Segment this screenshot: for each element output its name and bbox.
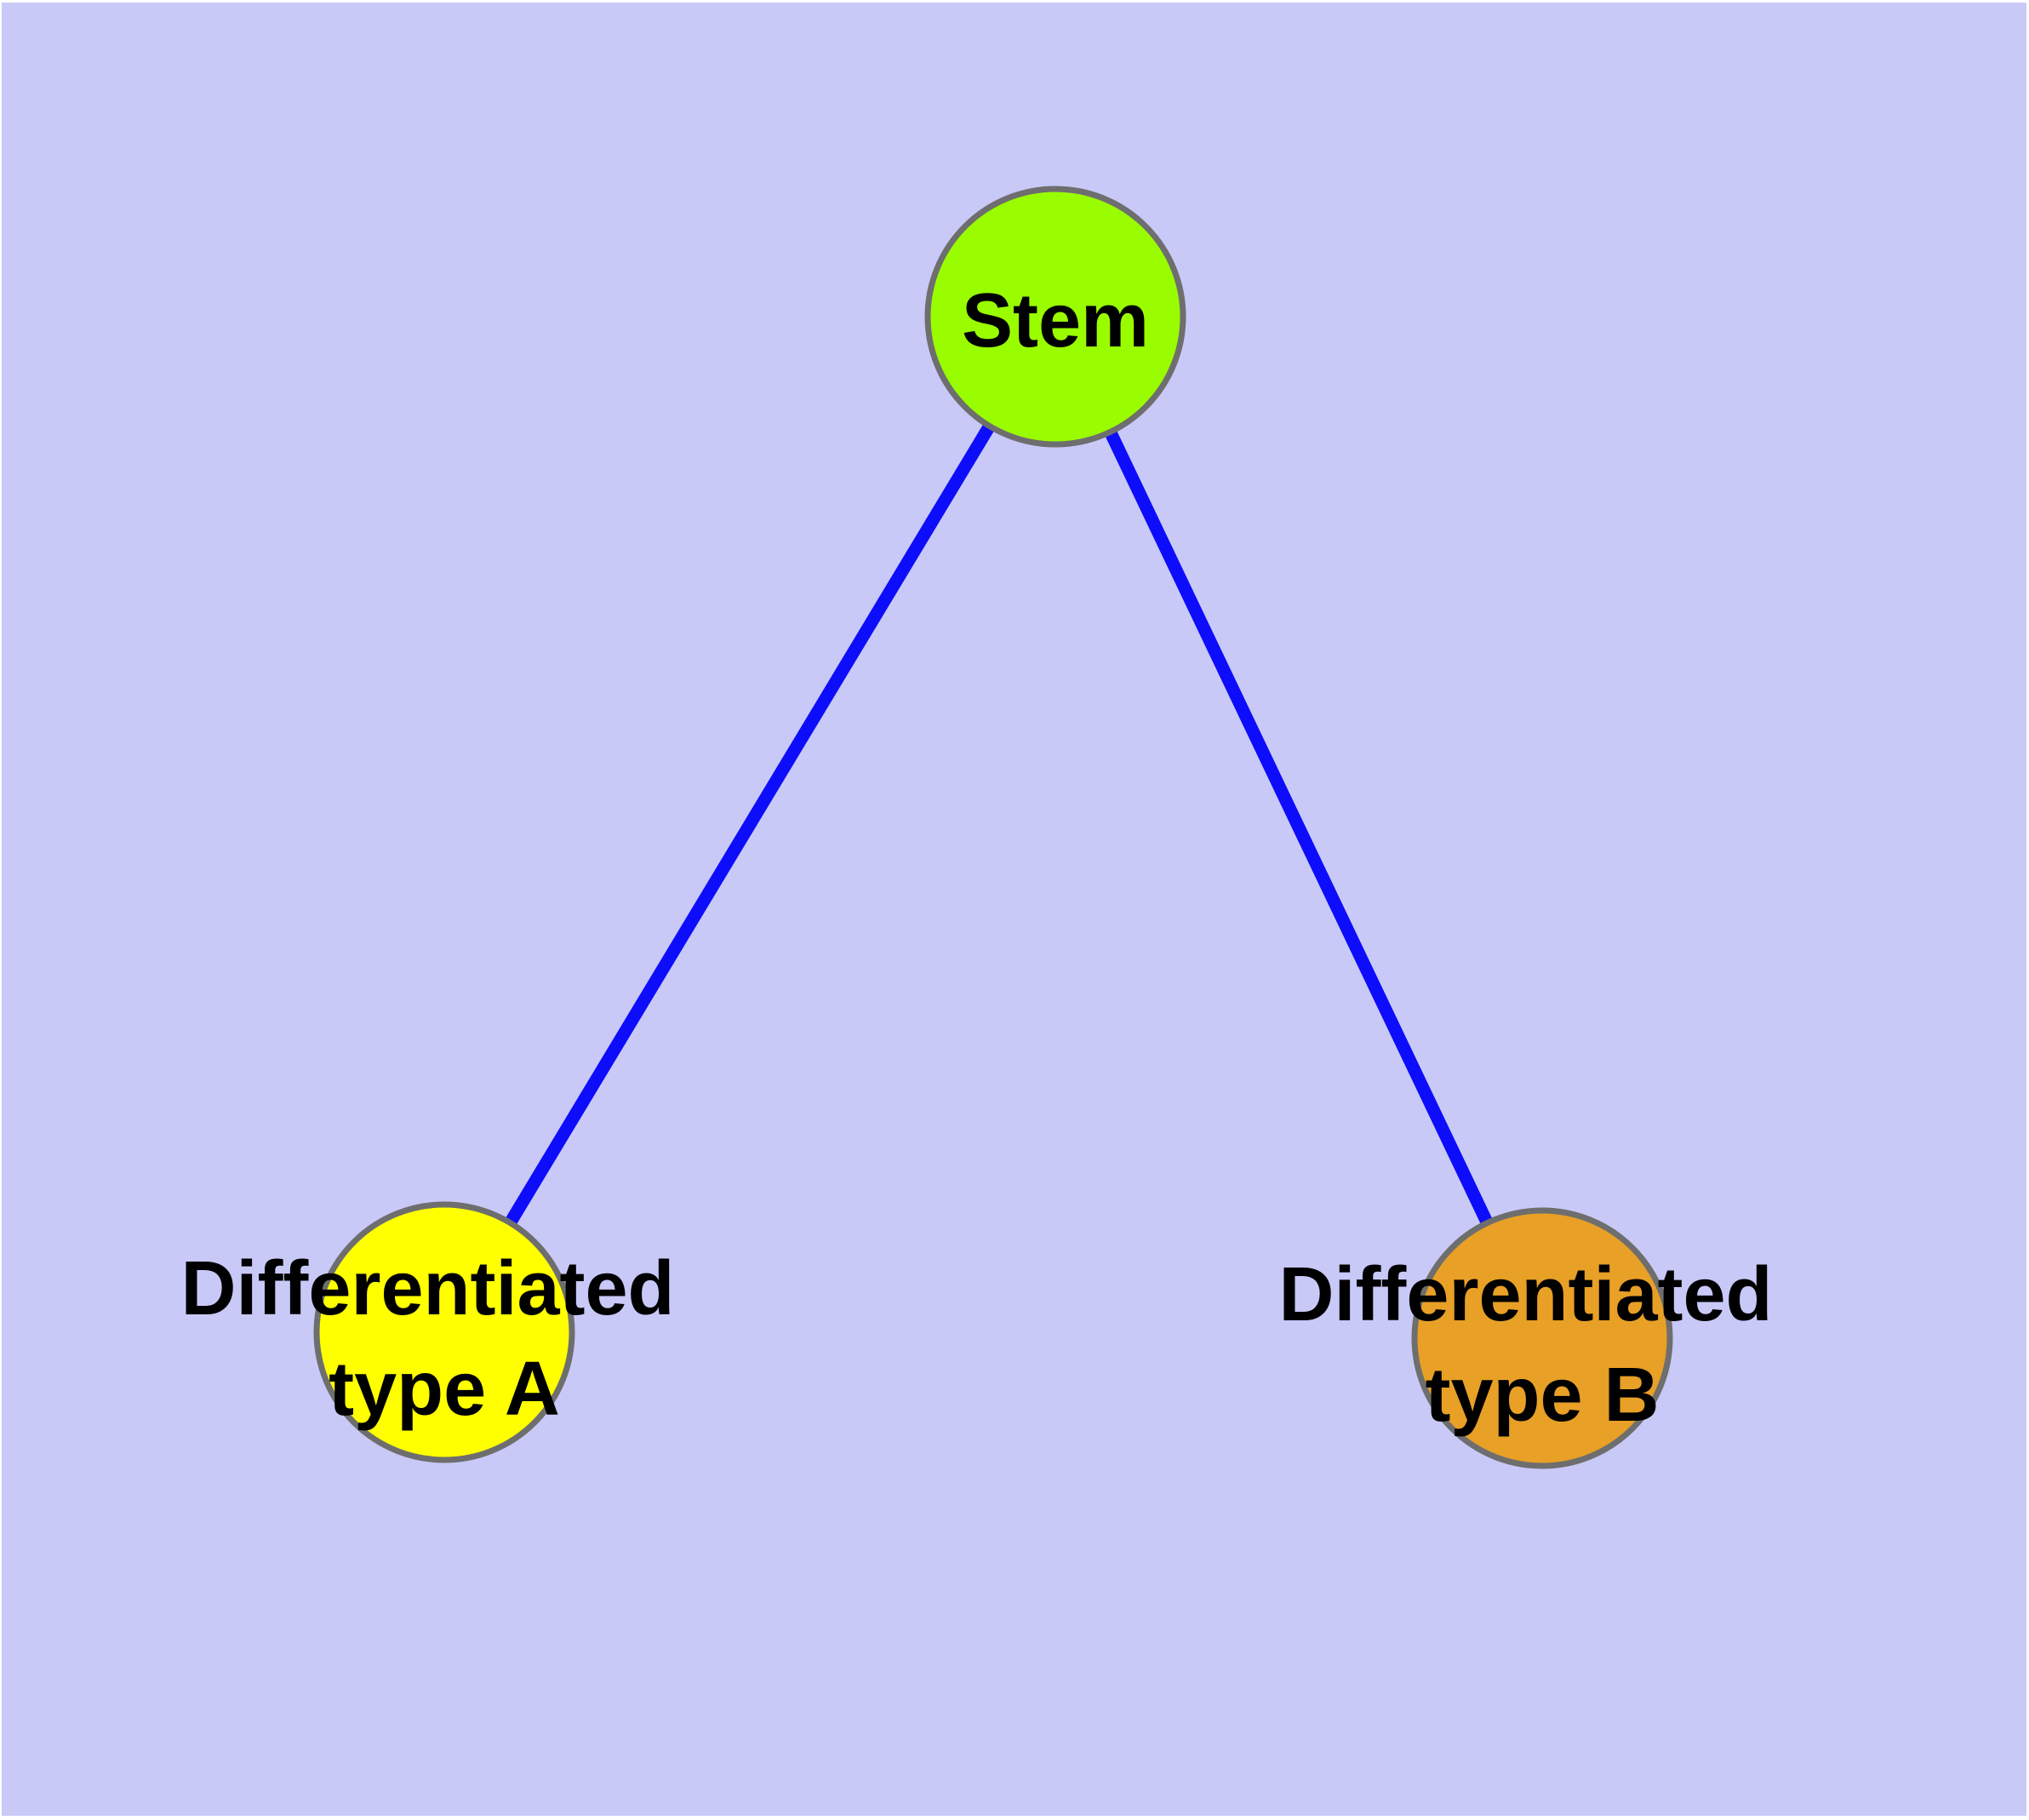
type-a-node-label-line1: Differentiated	[180, 1246, 674, 1331]
stem-node-label: Stem	[962, 278, 1149, 363]
type-a-node-label: Differentiated type A	[180, 1246, 695, 1432]
type-a-node-circle	[313, 1201, 575, 1463]
edge-stem-to-type-b	[1049, 313, 1548, 1342]
stem-node-circle	[924, 186, 1186, 448]
type-b-node-label-line1: Differentiated	[1278, 1252, 1772, 1337]
edge-stem-to-type-a	[438, 313, 1061, 1336]
stem-node-label-line1: Stem	[962, 278, 1149, 363]
type-b-node-label: Differentiated type B	[1278, 1252, 1793, 1438]
type-a-node-label-line2: type A	[329, 1347, 560, 1432]
type-b-node-label-line2: type B	[1425, 1353, 1659, 1438]
type-b-node-circle	[1411, 1207, 1673, 1469]
